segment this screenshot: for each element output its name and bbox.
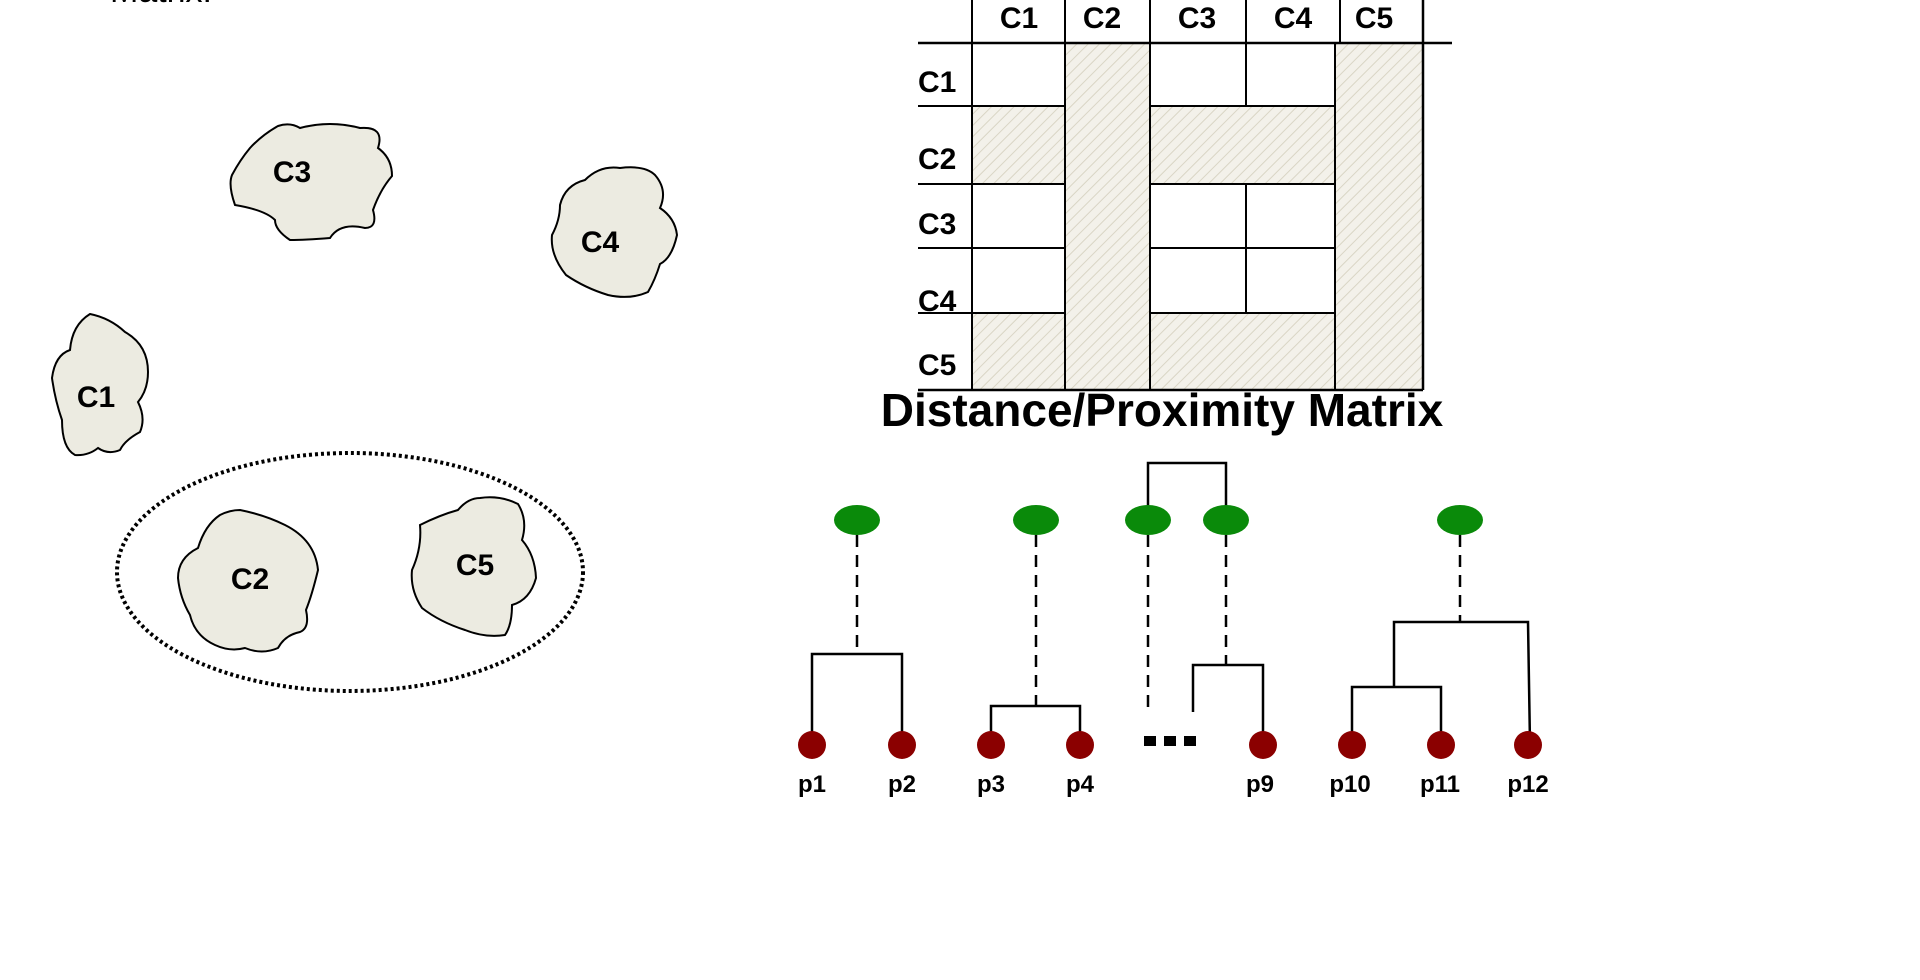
cluster-blob bbox=[50, 312, 150, 457]
cluster-node bbox=[1125, 505, 1171, 535]
leaf-label-p9: p9 bbox=[1246, 771, 1274, 798]
cluster-node bbox=[1203, 505, 1249, 535]
leaf-label-p10: p10 bbox=[1329, 771, 1370, 798]
hatch-col-c5 bbox=[1335, 43, 1423, 390]
cluster-label: C5 bbox=[456, 549, 494, 582]
cluster-blob bbox=[176, 508, 320, 653]
col-header-c5: C5 bbox=[1355, 2, 1393, 35]
dendrogram: p1 p2 p3 p4 p9 p10 p11 p12 bbox=[798, 461, 1549, 798]
cluster-c1: C1 bbox=[50, 312, 150, 457]
cluster-node bbox=[1013, 505, 1059, 535]
cluster-c5: C5 bbox=[410, 496, 538, 637]
ellipsis-marker bbox=[1144, 736, 1196, 746]
cluster-label: C2 bbox=[231, 563, 269, 596]
leaf-point bbox=[1427, 731, 1455, 759]
leaf-point bbox=[1066, 731, 1094, 759]
cluster-node bbox=[1437, 505, 1483, 535]
leaf-label-p11: p11 bbox=[1420, 771, 1460, 798]
leaf-point bbox=[1338, 731, 1366, 759]
row-header-c1: C1 bbox=[918, 66, 956, 99]
leaf-point bbox=[1249, 731, 1277, 759]
cluster-label: C1 bbox=[77, 381, 115, 414]
matrix-title: Distance/Proximity Matrix bbox=[881, 384, 1444, 436]
merge-ellipse bbox=[115, 451, 585, 693]
col-header-c4: C4 bbox=[1274, 2, 1313, 35]
cluster-c3: C3 bbox=[229, 123, 394, 242]
cluster-label: C4 bbox=[581, 226, 620, 259]
cluster-blob bbox=[550, 166, 679, 298]
row-header-c3: C3 bbox=[918, 208, 956, 241]
leaf-label-p1: p1 bbox=[798, 771, 826, 798]
matrix-grid bbox=[918, 0, 1452, 392]
leaf-label-p4: p4 bbox=[1066, 771, 1095, 798]
proximity-matrix: C1 C2 C3 C4 C5 C1 C2 C3 C4 C5 Distance/P… bbox=[881, 0, 1452, 436]
leaf-point bbox=[977, 731, 1005, 759]
hatch-row-c5-left bbox=[972, 313, 1065, 390]
cluster-blob bbox=[229, 123, 394, 242]
col-header-c1: C1 bbox=[1000, 2, 1038, 35]
leaf-point bbox=[798, 731, 826, 759]
dendrogram-lines bbox=[810, 461, 1532, 745]
leaf-label-p12: p12 bbox=[1507, 771, 1548, 798]
row-header-c2: C2 bbox=[918, 143, 956, 176]
leaf-label-p3: p3 bbox=[977, 771, 1005, 798]
cluster-c4: C4 bbox=[550, 166, 679, 298]
hatch-col-c2 bbox=[1065, 43, 1150, 390]
cluster-c2: C2 bbox=[176, 508, 320, 653]
row-header-c5: C5 bbox=[918, 349, 956, 382]
leaf-label-p2: p2 bbox=[888, 771, 916, 798]
leaf-point bbox=[888, 731, 916, 759]
cluster-node bbox=[834, 505, 880, 535]
col-header-c2: C2 bbox=[1083, 2, 1121, 35]
row-header-c4: C4 bbox=[918, 285, 957, 318]
cluster-blob bbox=[410, 496, 538, 637]
cluster-label: C3 bbox=[273, 156, 311, 189]
hatch-row-c5-mid bbox=[1150, 313, 1335, 390]
top-cut-text: Matrix. bbox=[110, 0, 212, 10]
hatch-row-c2-mid bbox=[1150, 106, 1335, 184]
hatch-row-c2-left bbox=[972, 106, 1065, 184]
col-header-c3: C3 bbox=[1178, 2, 1216, 35]
leaf-point bbox=[1514, 731, 1542, 759]
